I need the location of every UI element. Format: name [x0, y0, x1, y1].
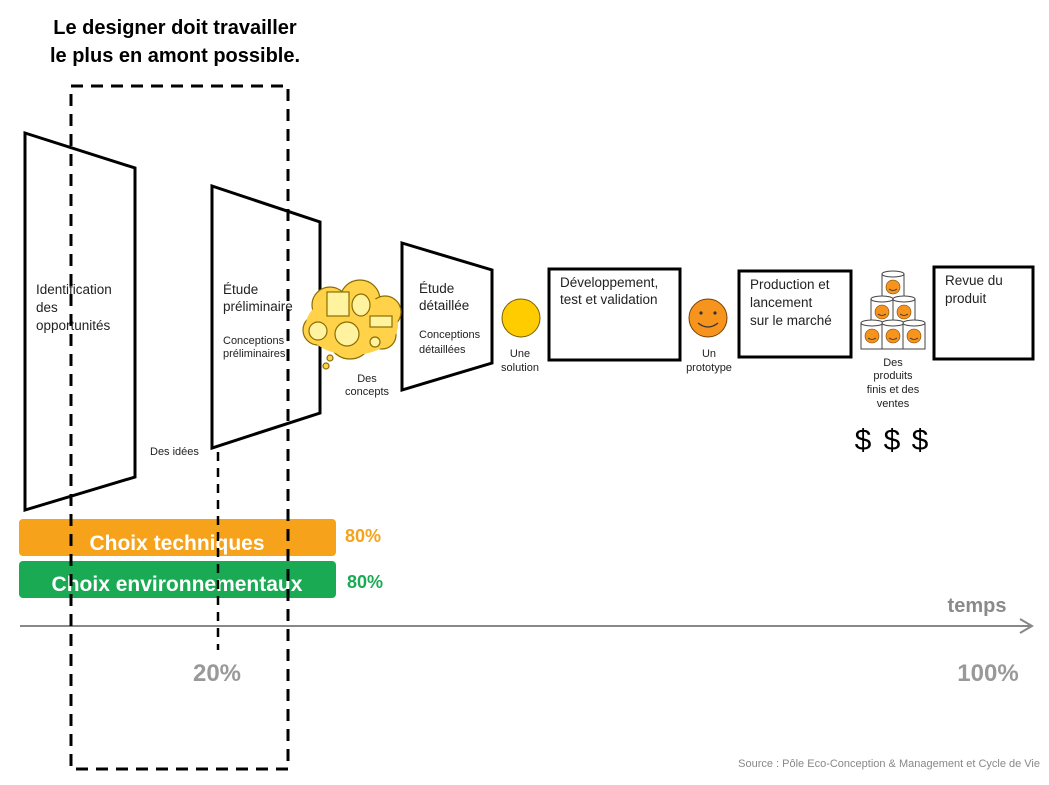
svg-text:Conceptions: Conceptions: [223, 335, 285, 347]
svg-text:Une: Une: [510, 348, 530, 360]
title-line-2: le plus en amont possible.: [50, 45, 300, 67]
svg-text:$: $: [912, 424, 929, 457]
svg-text:$: $: [855, 424, 872, 457]
svg-text:finis et des: finis et des: [867, 384, 920, 396]
can-icon: [881, 319, 905, 350]
solution-circle-icon: [501, 298, 541, 338]
stage-revue-box: [932, 265, 1035, 361]
stage-etude-detaillee-sub: Conceptions détaillées: [419, 329, 481, 356]
stage-developpement-label: Développement, test et validation: [560, 275, 658, 307]
title-line-1: Le designer doit travailler: [53, 17, 297, 39]
svg-text:détaillée: détaillée: [419, 298, 469, 313]
cloud-concepts-icon: [302, 279, 402, 370]
svg-text:Étude: Étude: [223, 282, 258, 297]
svg-text:Production et: Production et: [750, 277, 830, 292]
focus-dashed-frame: [69, 84, 290, 771]
bar-choix-techniques-label: Choix techniques: [89, 532, 264, 555]
techniques-value: 80%: [345, 526, 381, 546]
stage-etude-preliminaire-shape: [210, 183, 322, 451]
source-note: Source : Pôle Eco-Conception & Managemen…: [738, 758, 1040, 770]
svg-text:Conceptions: Conceptions: [419, 329, 481, 341]
svg-text:test et validation: test et validation: [560, 292, 658, 307]
environnementaux-value: 80%: [347, 572, 383, 592]
svg-text:préliminaire: préliminaire: [223, 299, 293, 314]
output-idees: Des idées: [150, 446, 199, 458]
arrow-right-icon: [1019, 618, 1034, 634]
stage-identification-shape: [23, 130, 137, 513]
prototype-smiley-icon: [688, 298, 728, 338]
svg-text:Revue du: Revue du: [945, 273, 1003, 288]
can-icon: [860, 319, 884, 350]
stage-etude-preliminaire-label: Étude préliminaire: [223, 282, 293, 314]
can-icon: [902, 319, 926, 350]
svg-text:Des: Des: [357, 373, 377, 385]
output-produits: Des produits finis et des ventes: [867, 357, 920, 410]
svg-text:ventes: ventes: [877, 398, 910, 410]
svg-text:produits: produits: [873, 370, 913, 382]
can-icon: [892, 295, 916, 326]
dollar-signs: $ $ $: [855, 424, 929, 457]
stage-etude-preliminaire-sub: Conceptions préliminaires: [223, 335, 286, 360]
stage-production-box: [737, 269, 853, 359]
axis-100pct: 100%: [957, 660, 1018, 687]
can-icon: [870, 295, 894, 326]
stage-revue-label: Revue du produit: [945, 273, 1003, 306]
bar-choix-environnementaux-label: Choix environnementaux: [52, 573, 303, 596]
axis-label-temps: temps: [948, 595, 1007, 617]
bar-choix-environnementaux: [19, 561, 336, 598]
svg-text:lancement: lancement: [750, 295, 813, 310]
svg-text:Étude: Étude: [419, 281, 454, 296]
output-prototype: Un prototype: [686, 348, 732, 374]
svg-text:détaillées: détaillées: [419, 344, 466, 356]
svg-text:prototype: prototype: [686, 362, 732, 374]
stage-production-label: Production et lancement sur le marché: [750, 277, 832, 328]
products-cans-icon: [860, 270, 926, 350]
svg-text:Développement,: Développement,: [560, 275, 658, 290]
svg-text:opportunités: opportunités: [36, 318, 111, 333]
stage-etude-detaillee-shape: [400, 240, 494, 393]
svg-text:Des: Des: [883, 357, 903, 369]
svg-text:concepts: concepts: [345, 386, 390, 398]
output-concepts: Des concepts: [345, 373, 390, 398]
stage-developpement-box: [547, 267, 682, 362]
svg-text:des: des: [36, 300, 58, 315]
svg-text:$: $: [884, 424, 901, 457]
svg-text:sur le marché: sur le marché: [750, 313, 832, 328]
svg-text:Identification: Identification: [36, 282, 112, 297]
svg-text:préliminaires: préliminaires: [223, 348, 286, 360]
svg-text:Un: Un: [702, 348, 716, 360]
svg-text:solution: solution: [501, 362, 539, 374]
stage-etude-detaillee-label: Étude détaillée: [419, 281, 469, 313]
output-solution: Une solution: [501, 348, 539, 374]
stage-identification-label: Identification des opportunités: [36, 282, 112, 333]
svg-text:produit: produit: [945, 291, 987, 306]
axis-20pct: 20%: [193, 660, 241, 687]
bar-choix-techniques: [19, 519, 336, 556]
